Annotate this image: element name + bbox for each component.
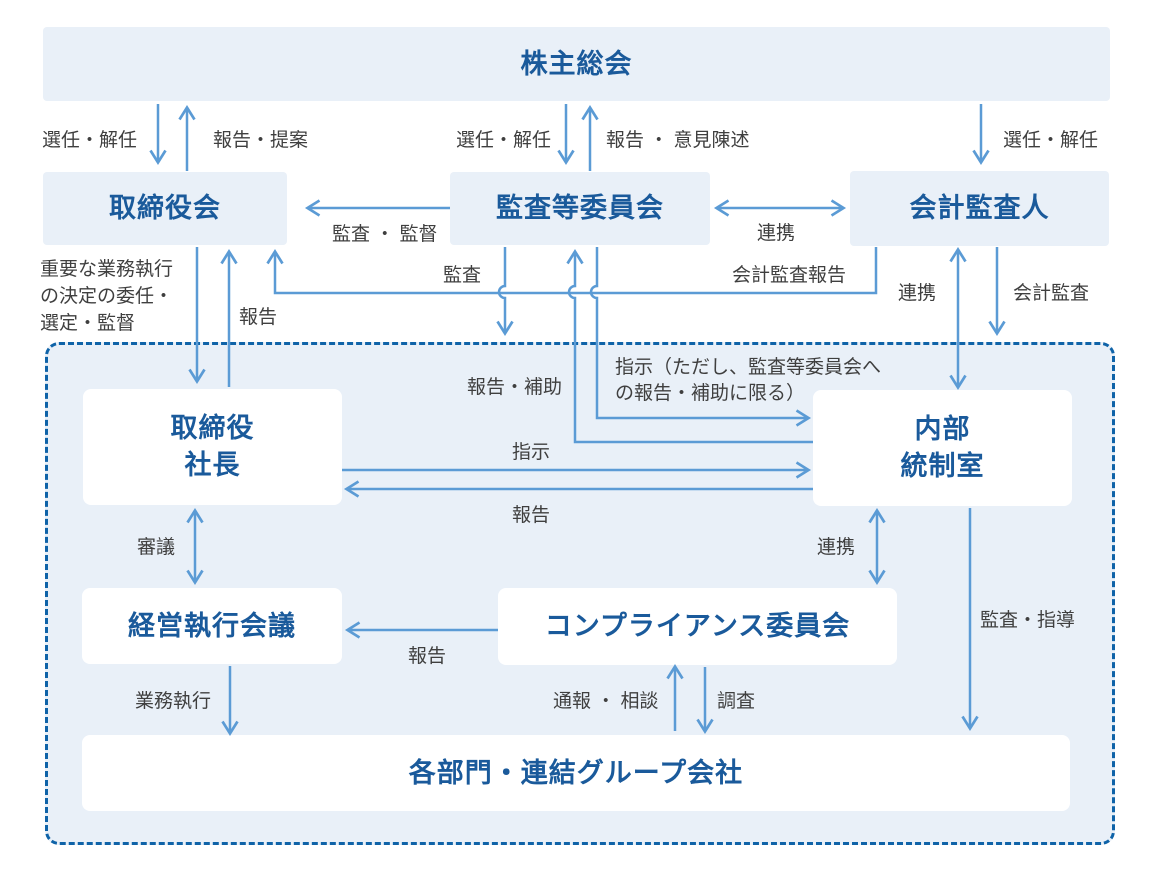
node-management-execution-meeting: 経営執行会議 (82, 588, 342, 664)
label-investigation: 調査 (717, 691, 756, 712)
arrow-audit-group (496, 247, 514, 337)
label-instruction-limited-line2: の報告・補助に限る） (615, 383, 806, 404)
node-label: 取締役会 (109, 193, 221, 223)
label-appoint-committee: 選任・解任 (456, 130, 552, 151)
label-report-opinion: 報告 ・ 意見陳述 (606, 130, 750, 151)
label-deliberation: 審議 (137, 537, 176, 558)
node-label: 経営執行会議 (128, 610, 296, 641)
label-accounting-audit: 会計監査 (1013, 283, 1090, 304)
label-audit-guidance: 監査・指導 (980, 610, 1076, 631)
node-label-line1: 内部 (914, 414, 971, 444)
node-audit-committee: 監査等委員会 (450, 172, 710, 245)
node-label: 各部門・連結グループ会社 (408, 757, 744, 788)
label-whistle-consult: 通報 ・ 相談 (553, 691, 659, 712)
label-instruction-limited-line1: 指示（ただし、監査等委員会へ (615, 357, 882, 378)
label-audit-supervision: 監査 ・ 監督 (332, 224, 438, 245)
label-report-proposal: 報告・提案 (213, 130, 309, 151)
node-label-line2: 社長 (184, 450, 241, 480)
label-instruction-limited: 指示（ただし、監査等委員会へ の報告・補助に限る） (615, 355, 881, 407)
node-shareholders-meeting: 株主総会 (43, 27, 1110, 101)
node-label-line1: 取締役 (170, 413, 255, 443)
label-appoint-board: 選任・解任 (42, 130, 138, 151)
label-accounting-audit-report: 会計監査報告 (732, 265, 847, 286)
node-label: 監査等委員会 (496, 193, 664, 223)
label-business-execution: 業務執行 (135, 691, 212, 712)
node-departments-group-companies: 各部門・連結グループ会社 (82, 735, 1070, 811)
node-board-of-directors: 取締役会 (43, 172, 287, 245)
node-internal-control-office: 内部 統制室 (813, 390, 1072, 506)
label-instruction: 指示 (512, 442, 551, 463)
node-accounting-auditor: 会計監査人 (850, 171, 1109, 246)
label-delegation-line1: 重要な業務執行 (40, 259, 174, 280)
label-delegation-line3: 選定・監督 (40, 313, 136, 334)
label-appoint-auditor: 選任・解任 (1003, 130, 1099, 151)
node-label: 会計監査人 (909, 193, 1050, 223)
label-cooperation-top: 連携 (757, 223, 796, 244)
node-label: コンプライアンス委員会 (544, 611, 851, 641)
label-cooperation-auditor: 連携 (898, 283, 937, 304)
label-cooperation-ic-compliance: 連携 (817, 537, 856, 558)
label-audit-group: 監査 (443, 265, 482, 286)
label-report-to-meeting: 報告 (408, 646, 447, 667)
node-label: 株主総会 (520, 48, 633, 79)
label-delegation-line2: の決定の委任・ (40, 286, 174, 307)
label-report-assist: 報告・補助 (467, 377, 563, 398)
node-president: 取締役 社長 (83, 389, 342, 505)
label-report-to-president: 報告 (512, 505, 551, 526)
node-label-line2: 統制室 (900, 451, 985, 481)
label-report-to-board: 報告 (239, 307, 278, 328)
node-compliance-committee: コンプライアンス委員会 (498, 588, 897, 665)
label-delegation: 重要な業務執行 の決定の委任・ 選定・監督 (40, 256, 173, 337)
